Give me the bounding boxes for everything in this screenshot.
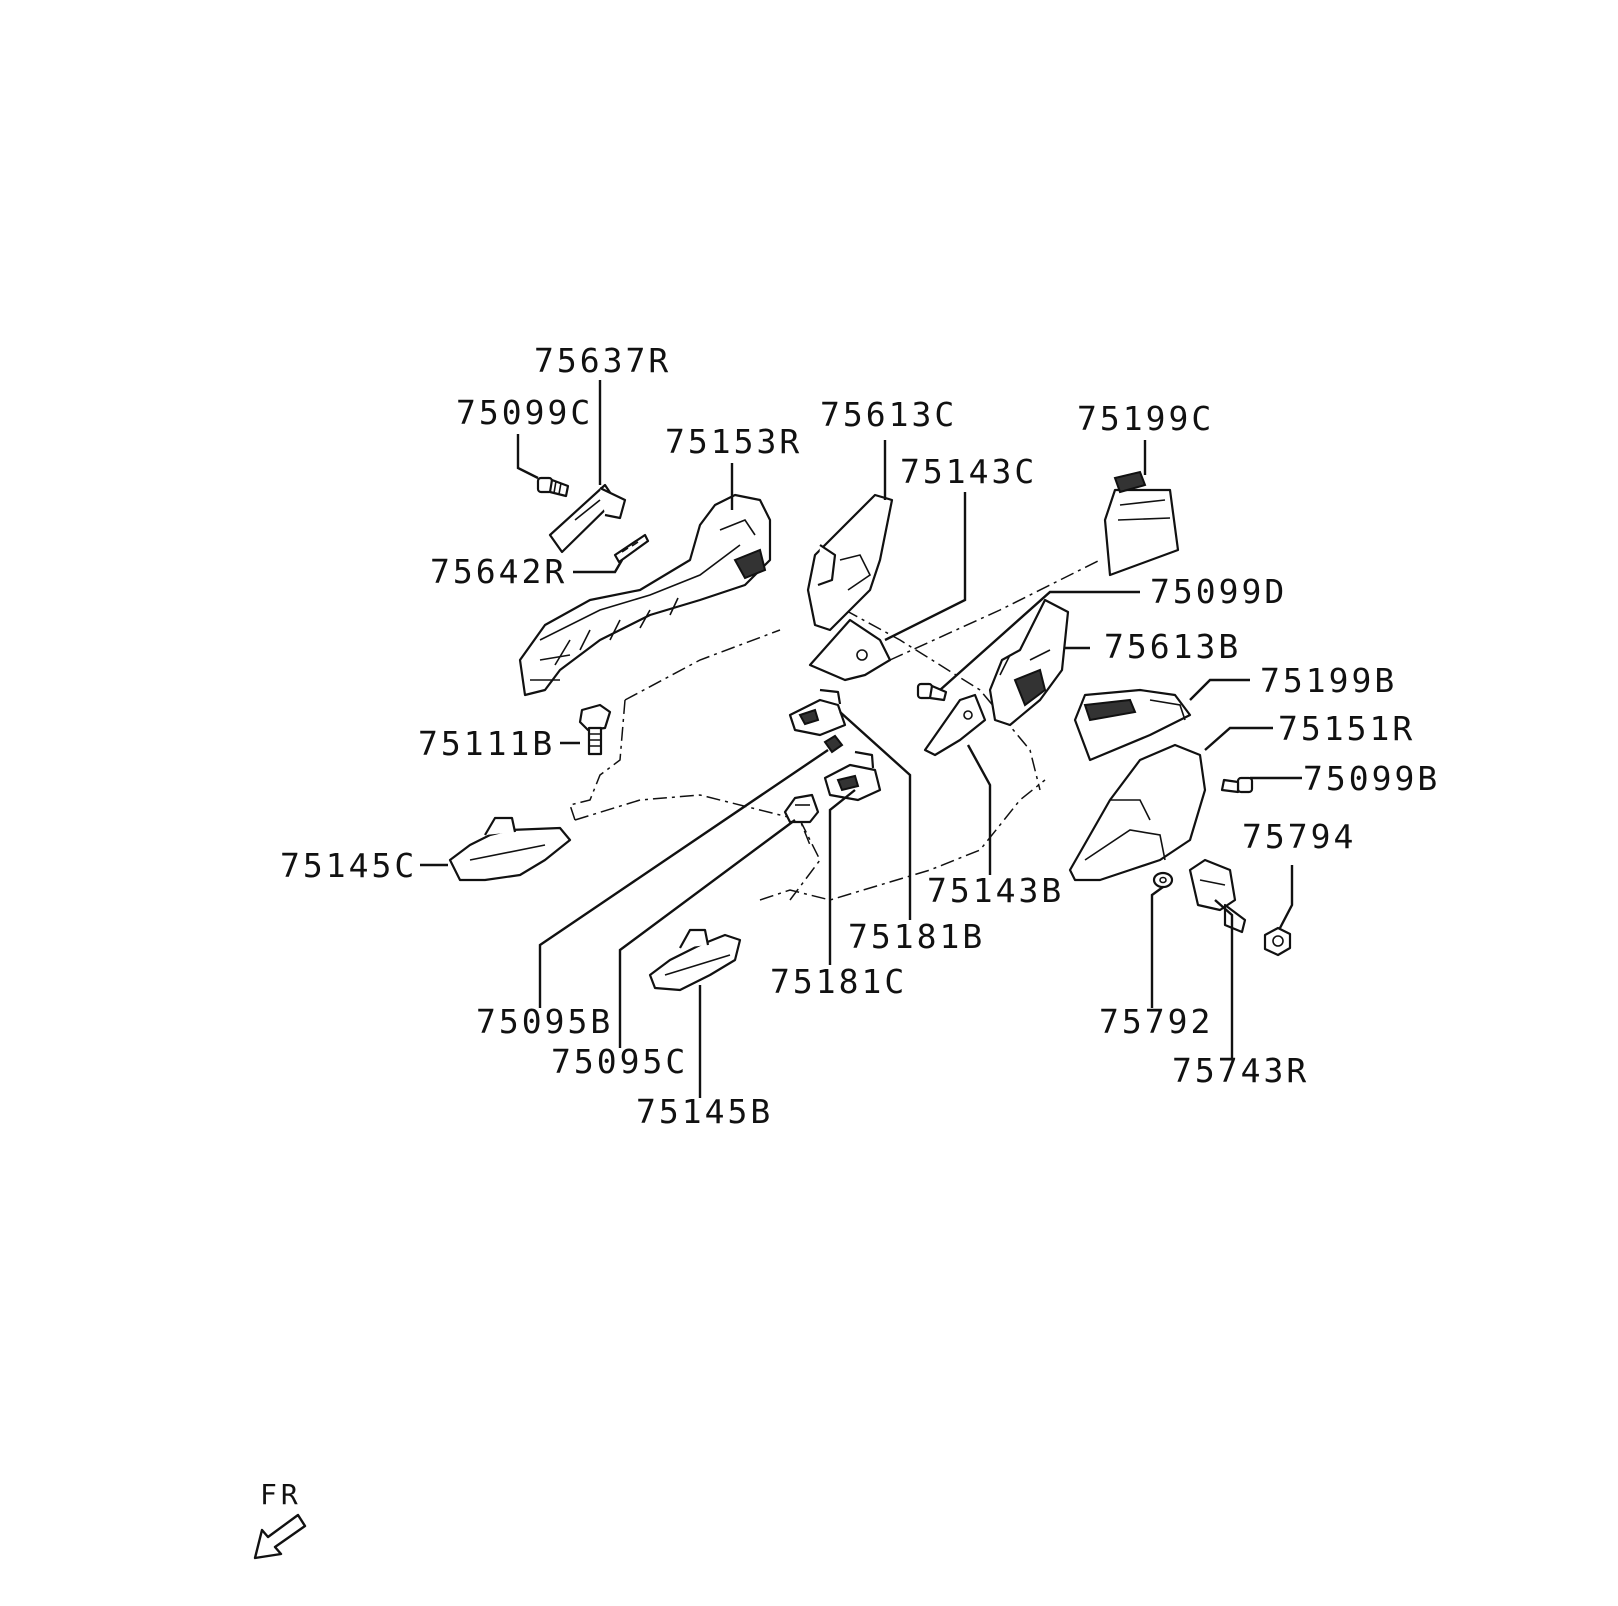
label-75642R: 75642R <box>430 552 567 591</box>
label-75099D: 75099D <box>1150 572 1287 611</box>
label-75143C: 75143C <box>900 452 1037 491</box>
adjuster-75181C-part <box>823 750 882 802</box>
seat-frame-75153R-part <box>518 493 772 697</box>
clip-75095C-part <box>783 793 820 824</box>
handle-75637R-part <box>548 483 627 554</box>
label-75111B: 75111B <box>418 724 555 763</box>
nut-75794-part <box>1263 926 1292 957</box>
bolt-75111B-part <box>578 703 612 756</box>
label-75181B: 75181B <box>848 917 985 956</box>
label-75613C: 75613C <box>820 395 957 434</box>
bracket-75143C-part <box>808 618 892 682</box>
arrow-down-left-icon <box>253 1513 307 1560</box>
cover-75145C-part <box>448 816 572 882</box>
front-direction-indicator: FR <box>253 1478 307 1560</box>
label-75143B: 75143B <box>927 871 1064 910</box>
buckle-75743R-part <box>1188 858 1247 934</box>
label-75199B: 75199B <box>1260 661 1397 700</box>
trim-75199B-part <box>1073 688 1192 762</box>
label-75099C: 75099C <box>456 393 593 432</box>
pin-75642R-part <box>613 533 650 564</box>
screw-75099C-part <box>536 476 570 498</box>
label-75153R: 75153R <box>665 422 802 461</box>
label-75794: 75794 <box>1242 817 1356 856</box>
cover-75151R-part <box>1068 743 1207 882</box>
label-75199C: 75199C <box>1077 399 1214 438</box>
cover-75613B-part <box>988 598 1070 727</box>
fr-label: FR <box>260 1478 302 1511</box>
leader-lines <box>420 380 1302 1098</box>
screw-75099B-part <box>1220 776 1254 794</box>
label-75099B: 75099B <box>1303 759 1440 798</box>
trim-75199C-part <box>1103 470 1180 577</box>
floor-frame-outline <box>569 559 1101 901</box>
label-75095B: 75095B <box>476 1002 613 1041</box>
screw-75099D-part <box>916 682 948 702</box>
part-number-labels: 75637R 75099C 75153R 75613C 75199C 75143… <box>280 341 1440 1131</box>
label-75792: 75792 <box>1099 1002 1213 1041</box>
bracket-75143B-part <box>923 693 987 757</box>
label-75095C: 75095C <box>551 1042 688 1081</box>
cover-75145B-part <box>648 928 742 992</box>
washer-75792-part <box>1152 871 1174 889</box>
label-75637R: 75637R <box>534 341 671 380</box>
clip-75095B-part <box>823 734 844 754</box>
adjuster-75181B-part <box>788 688 847 737</box>
label-75613B: 75613B <box>1104 627 1241 666</box>
cover-75613C-part <box>806 493 894 632</box>
label-75151R: 75151R <box>1278 709 1415 748</box>
label-75145B: 75145B <box>636 1092 773 1131</box>
label-75181C: 75181C <box>770 962 907 1001</box>
label-75743R: 75743R <box>1172 1051 1309 1090</box>
label-75145C: 75145C <box>280 846 417 885</box>
